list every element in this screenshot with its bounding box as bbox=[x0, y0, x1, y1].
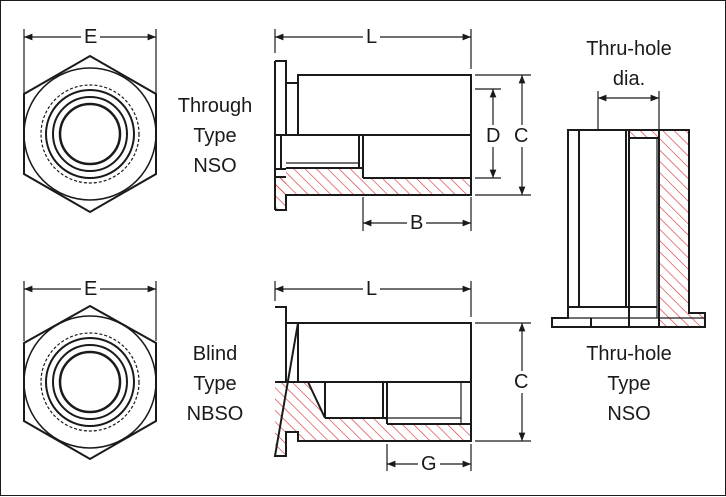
blind-side-view bbox=[273, 306, 472, 457]
thru-hole-dimension-lines bbox=[597, 91, 660, 129]
blind-dimension-lines bbox=[274, 281, 531, 471]
thru-hole-dia-label: Thru-hole dia. bbox=[586, 38, 672, 90]
dim-label-l-bottom: L bbox=[363, 278, 381, 300]
blind-type-label: Blind Type NBSO bbox=[186, 343, 244, 425]
dim-label-c-top: C bbox=[511, 125, 532, 147]
hex-end-view-blind bbox=[23, 304, 157, 461]
through-type-label: Through Type NSO bbox=[177, 95, 253, 177]
dim-label-l-top: L bbox=[363, 26, 381, 48]
dim-label-e-top: E bbox=[81, 26, 101, 48]
hex-end-view-through bbox=[23, 54, 157, 214]
dim-label-b: B bbox=[407, 212, 427, 234]
dim-label-g: G bbox=[418, 453, 440, 475]
thru-hole-type-label: Thru-hole Type NSO bbox=[586, 343, 672, 425]
through-side-view bbox=[274, 60, 472, 211]
dim-label-d: D bbox=[483, 125, 504, 147]
thru-hole-side-view bbox=[551, 129, 706, 328]
dim-label-c-bottom: C bbox=[511, 371, 532, 393]
dim-label-e-bottom: E bbox=[81, 278, 101, 300]
